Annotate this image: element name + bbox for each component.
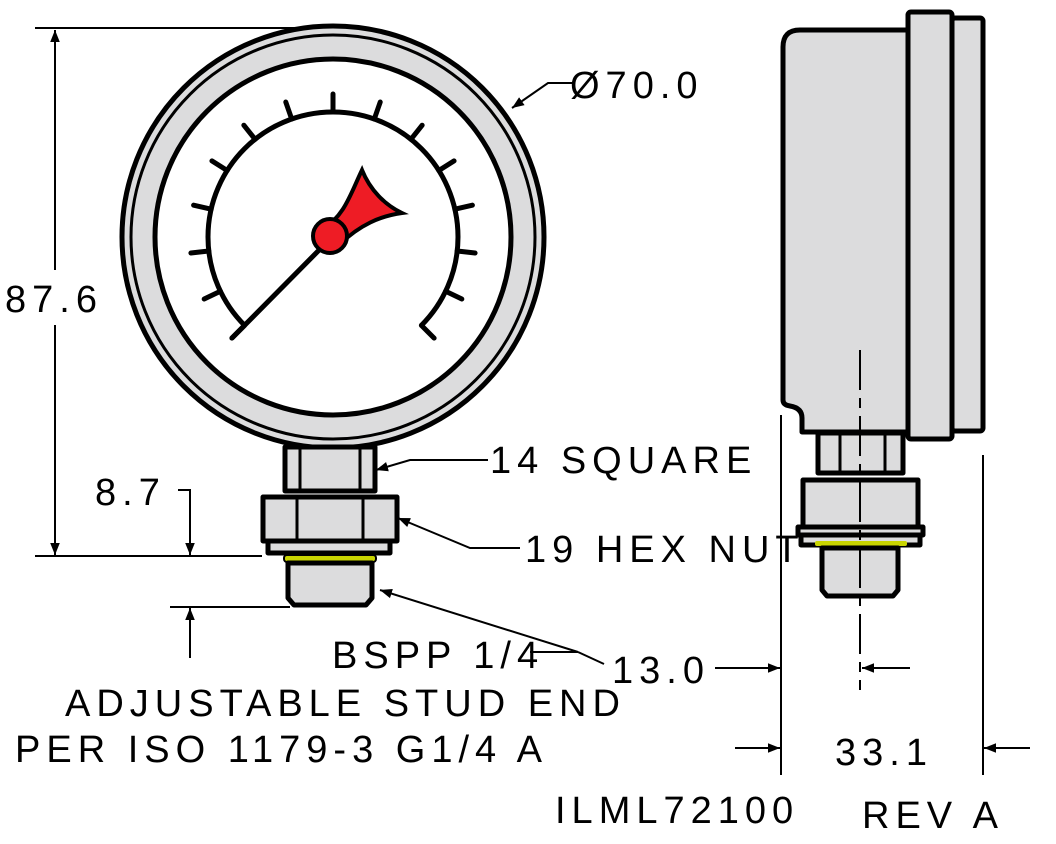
scale-tick bbox=[371, 99, 383, 122]
scale-tick bbox=[408, 122, 425, 142]
scale-tick bbox=[454, 248, 478, 256]
diameter-label: Ø70.0 bbox=[570, 65, 704, 107]
pointer-hub bbox=[311, 217, 349, 255]
front-ring bbox=[949, 15, 986, 434]
hex-nut-label: 19 HEX NUT bbox=[525, 529, 805, 571]
scale-tick bbox=[452, 202, 475, 212]
part-number: ILML72100 bbox=[555, 790, 799, 832]
scale-tick bbox=[191, 202, 214, 212]
stud-end-line1: ADJUSTABLE STUD END bbox=[65, 683, 626, 725]
height-label: 87.6 bbox=[5, 279, 103, 321]
bezel bbox=[905, 9, 955, 442]
stud-end bbox=[285, 560, 375, 608]
scale-tick bbox=[201, 288, 223, 302]
scale-tick bbox=[283, 99, 295, 122]
stud-end-line2: PER ISO 1179-3 G1/4 A bbox=[15, 729, 548, 771]
depth-total-label: 33.1 bbox=[835, 732, 933, 774]
depth-offset-label: 13.0 bbox=[612, 650, 710, 692]
scale-tick bbox=[188, 248, 212, 256]
stud-offset-label: 8.7 bbox=[95, 472, 166, 514]
scale-tick bbox=[418, 322, 437, 341]
hex-nut bbox=[260, 494, 400, 544]
scale-tick bbox=[241, 122, 258, 142]
scale-tick bbox=[436, 158, 457, 173]
revision: REV A bbox=[862, 795, 1004, 837]
dial-scale bbox=[188, 91, 478, 341]
square-label: 14 SQUARE bbox=[490, 440, 757, 482]
side-view: 13.0 33.1 bbox=[612, 9, 1030, 775]
scale-tick bbox=[443, 288, 465, 302]
case-body bbox=[780, 27, 913, 435]
flange bbox=[265, 538, 393, 556]
front-view: Ø70.0 87.6 8.7 14 SQUARE 19 HEX NUT BSPP… bbox=[5, 23, 805, 771]
scale-tick bbox=[209, 158, 230, 173]
thread-label: BSPP 1/4 bbox=[332, 635, 544, 677]
needle bbox=[229, 234, 335, 341]
